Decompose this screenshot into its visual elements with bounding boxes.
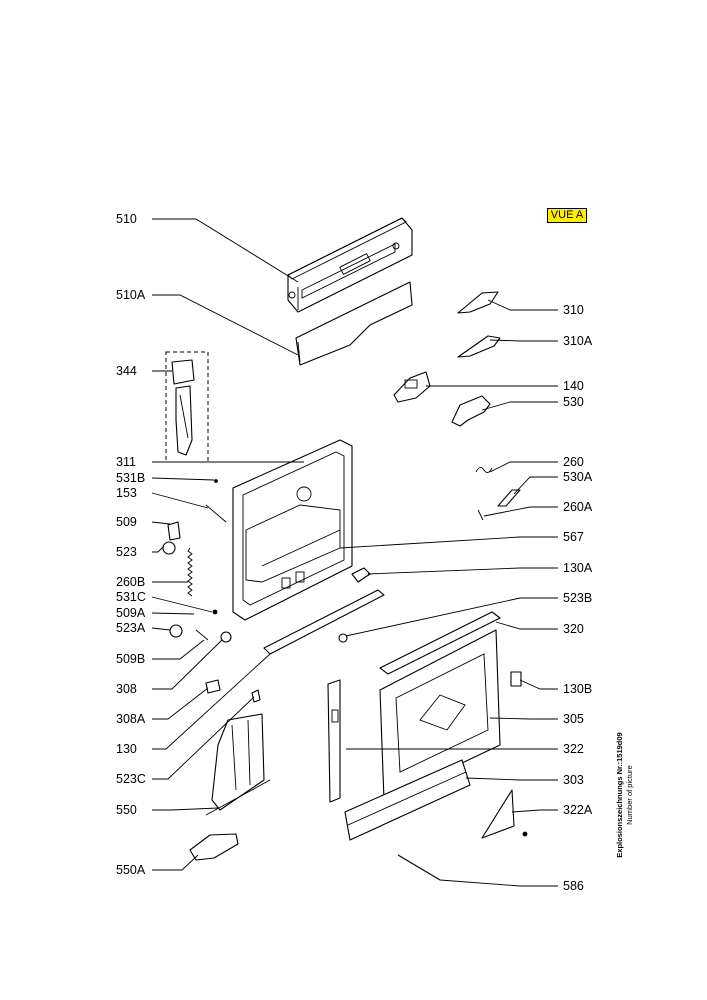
label-320: 320 — [563, 622, 584, 636]
label-550: 550 — [116, 803, 137, 817]
label-530: 530 — [563, 395, 584, 409]
label-509: 509 — [116, 515, 137, 529]
part-130B-stop — [510, 671, 522, 687]
label-260B: 260B — [116, 575, 145, 589]
part-308A-clip — [205, 679, 221, 694]
part-303-bottom-panel — [344, 759, 471, 841]
label-523B: 523B — [563, 591, 592, 605]
part-308-hinge-arm — [220, 631, 232, 643]
part-305-outer-door — [379, 629, 501, 801]
part-586-rod — [397, 854, 441, 881]
label-303: 303 — [563, 773, 584, 787]
part-344-hinge-bracket — [165, 351, 209, 463]
label-509B: 509B — [116, 652, 145, 666]
label-310: 310 — [563, 303, 584, 317]
label-260A: 260A — [563, 500, 593, 514]
part-130-bottom-rail — [263, 589, 385, 655]
label-523A: 523A — [116, 621, 146, 635]
part-531B-screw — [214, 479, 218, 483]
right-labels: 310 310A 140 530 260 530A 260A 567 130A … — [563, 303, 593, 893]
part-140-latch — [393, 371, 431, 403]
label-308A: 308A — [116, 712, 146, 726]
part-322A-corner — [481, 789, 515, 839]
label-260: 260 — [563, 455, 584, 469]
left-labels: 510 510A 344 311 531B 153 509 523 260B 5… — [116, 212, 146, 877]
label-310A: 310A — [563, 334, 593, 348]
label-305: 305 — [563, 712, 584, 726]
label-531B: 531B — [116, 471, 145, 485]
part-550A-foot — [189, 833, 239, 861]
label-130: 130 — [116, 742, 137, 756]
part-310A-trim — [457, 335, 501, 358]
part-322-side-strip — [327, 679, 341, 803]
part-310-trim — [457, 291, 499, 314]
label-550A: 550A — [116, 863, 146, 877]
part-509-hinge — [167, 521, 181, 541]
label-586: 586 — [563, 879, 584, 893]
part-530-latch-housing — [451, 395, 491, 427]
part-523C-clip — [251, 689, 261, 703]
part-510A-panel-cover — [295, 281, 413, 366]
part-260A-pin — [477, 509, 484, 521]
label-322A: 322A — [563, 803, 593, 817]
label-531C: 531C — [116, 590, 146, 604]
label-308: 308 — [116, 682, 137, 696]
part-322A-screw — [522, 831, 528, 837]
part-523-cap — [162, 541, 176, 555]
label-322: 322 — [563, 742, 584, 756]
part-153-spring — [205, 504, 227, 523]
label-523: 523 — [116, 545, 137, 559]
part-530A-strip — [497, 489, 521, 507]
part-320-top-strip — [379, 611, 501, 675]
label-567: 567 — [563, 530, 584, 544]
label-509A: 509A — [116, 606, 146, 620]
part-509B-pin — [195, 629, 209, 641]
label-510A: 510A — [116, 288, 146, 302]
view-badge: VUE A — [547, 208, 587, 223]
part-523B-bush — [338, 633, 348, 643]
label-510: 510 — [116, 212, 137, 226]
leader-lines — [151, 218, 558, 887]
part-510-control-panel — [287, 217, 413, 313]
part-260-spring — [475, 467, 493, 473]
label-311: 311 — [116, 455, 136, 469]
label-153: 153 — [116, 486, 137, 500]
part-531C-screw — [212, 609, 218, 615]
label-130B: 130B — [563, 682, 592, 696]
part-260B-spring — [187, 547, 193, 597]
part-523A-cap — [169, 624, 183, 638]
part-311-inner-door — [232, 439, 371, 621]
label-344: 344 — [116, 364, 137, 378]
part-550-foot-bracket — [205, 713, 271, 816]
label-130A: 130A — [563, 561, 593, 575]
label-140: 140 — [563, 379, 584, 393]
label-530A: 530A — [563, 470, 593, 484]
label-523C: 523C — [116, 772, 146, 786]
